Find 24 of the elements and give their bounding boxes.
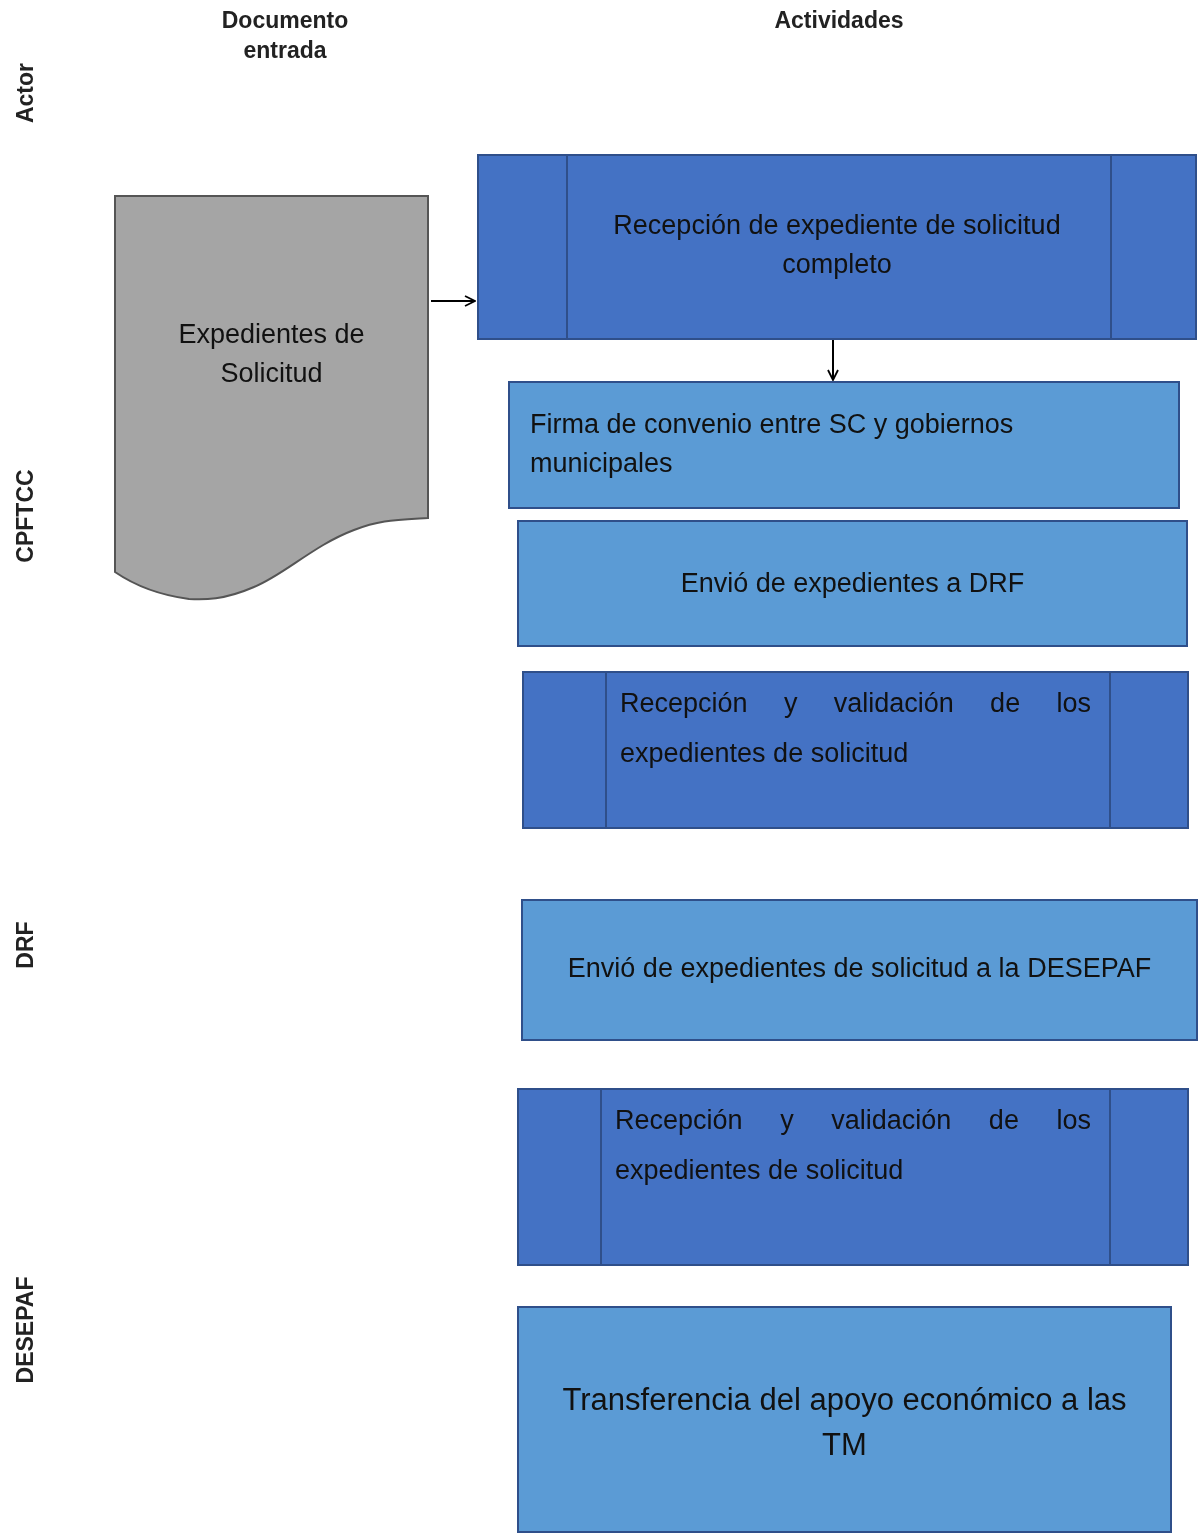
activity-text: Envió de expedientes de solicitud a la DESEPAF <box>566 952 1153 985</box>
lane-label: DESEPAF <box>11 1276 39 1384</box>
activity-text: Firma de convenio entre SC y gobiernos municipales <box>530 408 1015 481</box>
predefined-process-box <box>477 154 1197 340</box>
predefined-process-box <box>517 1088 1189 1266</box>
process-box <box>517 1306 1172 1533</box>
arrow <box>827 339 839 381</box>
lane-label: DRF <box>11 921 39 969</box>
activity-text: Recepción y validación de los expedientes de solicitud <box>615 1104 1091 1187</box>
predefined-process-box <box>522 671 1189 829</box>
activity-text: Envió de expedientes a DRF <box>679 567 1026 600</box>
column-header: Actividades <box>773 6 905 35</box>
lane-label: Actor <box>11 62 39 124</box>
process-box <box>508 381 1180 509</box>
activity-text: Recepción y validación de los expedientes de solicitud <box>620 687 1091 770</box>
activity-text: Transferencia del apoyo económico a las TM <box>561 1381 1128 1464</box>
document-text: Expedientes de Solicitud <box>177 318 366 391</box>
column-header: Documento entrada <box>220 6 350 65</box>
process-box <box>521 899 1198 1041</box>
arrow <box>430 295 476 307</box>
activity-text: Recepción de expediente de solicitud completo <box>612 209 1062 282</box>
process-box <box>517 520 1188 647</box>
document-shape <box>114 195 429 600</box>
lane-label: CPFTCC <box>11 469 39 563</box>
